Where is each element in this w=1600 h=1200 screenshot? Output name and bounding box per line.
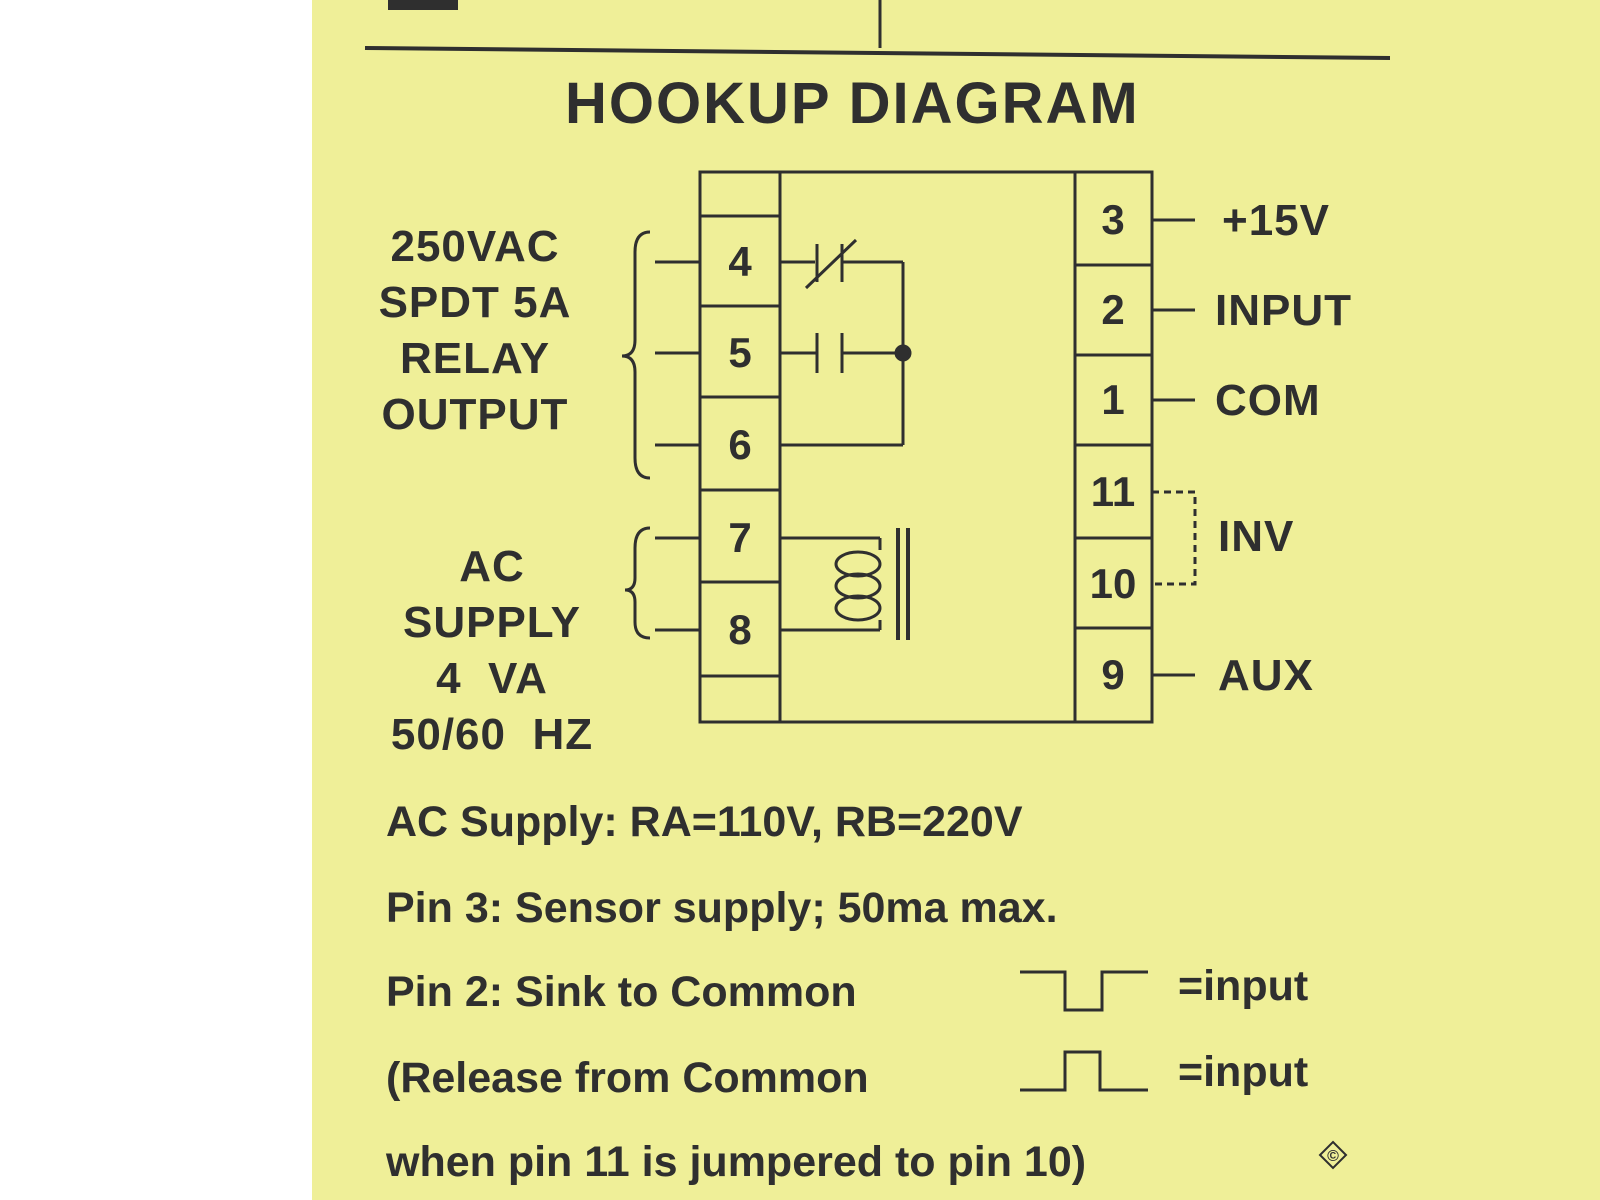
svg-text:©: ©	[1327, 1148, 1339, 1165]
copyright-icon: ©	[1318, 1140, 1348, 1170]
diagram-title: HOOKUP DIAGRAM	[565, 71, 1140, 136]
right-pin-1: 1	[1101, 376, 1124, 423]
note-jumper: when pin 11 is jumpered to pin 10)	[386, 1138, 1087, 1186]
left-pin-4: 4	[728, 238, 752, 285]
right-pin-3: 3	[1101, 196, 1124, 243]
right-pin-10: 10	[1090, 560, 1137, 607]
common-node	[894, 344, 912, 362]
right-pin-2: 2	[1101, 286, 1124, 333]
jumper-dashed	[1152, 490, 1197, 586]
top-left-block	[388, 0, 458, 10]
relay-label-line-4: OUTPUT	[381, 390, 569, 439]
supply-brace	[624, 526, 651, 640]
release-waveform-icon	[1020, 1050, 1148, 1092]
supply-label-line-2: SUPPLY	[402, 598, 581, 647]
note-sink-input: =input	[1178, 962, 1309, 1010]
note-pin-2: Pin 2: Sink to Common	[386, 968, 857, 1016]
hookup-label	[312, 0, 1600, 1200]
sink-waveform-icon	[1020, 970, 1148, 1012]
right-pin-9: 9	[1101, 651, 1124, 698]
top-rule	[364, 46, 1391, 60]
relay-brace	[621, 230, 651, 480]
supply-label-line-4: 50/60 HZ	[390, 710, 594, 759]
label-input: INPUT	[1215, 286, 1352, 335]
right-pin-11: 11	[1091, 468, 1135, 515]
supply-label-line-3: 4 VA	[436, 654, 548, 703]
left-pin-8: 8	[728, 606, 751, 653]
note-ac-supply: AC Supply: RA=110V, RB=220V	[386, 798, 1023, 846]
supply-label-line-1: AC	[459, 542, 525, 591]
relay-label-line-2: SPDT 5A	[378, 278, 572, 327]
module-box	[698, 170, 1154, 724]
label-aux: AUX	[1218, 651, 1314, 700]
left-pin-6: 6	[728, 421, 751, 468]
relay-label-line-1: 250VAC	[390, 222, 560, 271]
label-com: COM	[1215, 376, 1321, 425]
note-pin-3: Pin 3: Sensor supply; 50ma max.	[386, 884, 1058, 932]
note-release-input: =input	[1178, 1048, 1309, 1096]
relay-label-line-3: RELAY	[399, 334, 551, 383]
label-plus-15v: +15V	[1222, 196, 1330, 245]
label-inv: INV	[1218, 512, 1295, 561]
note-release: (Release from Common	[386, 1054, 869, 1102]
left-pin-7: 7	[728, 514, 751, 561]
left-pin-5: 5	[728, 329, 751, 376]
